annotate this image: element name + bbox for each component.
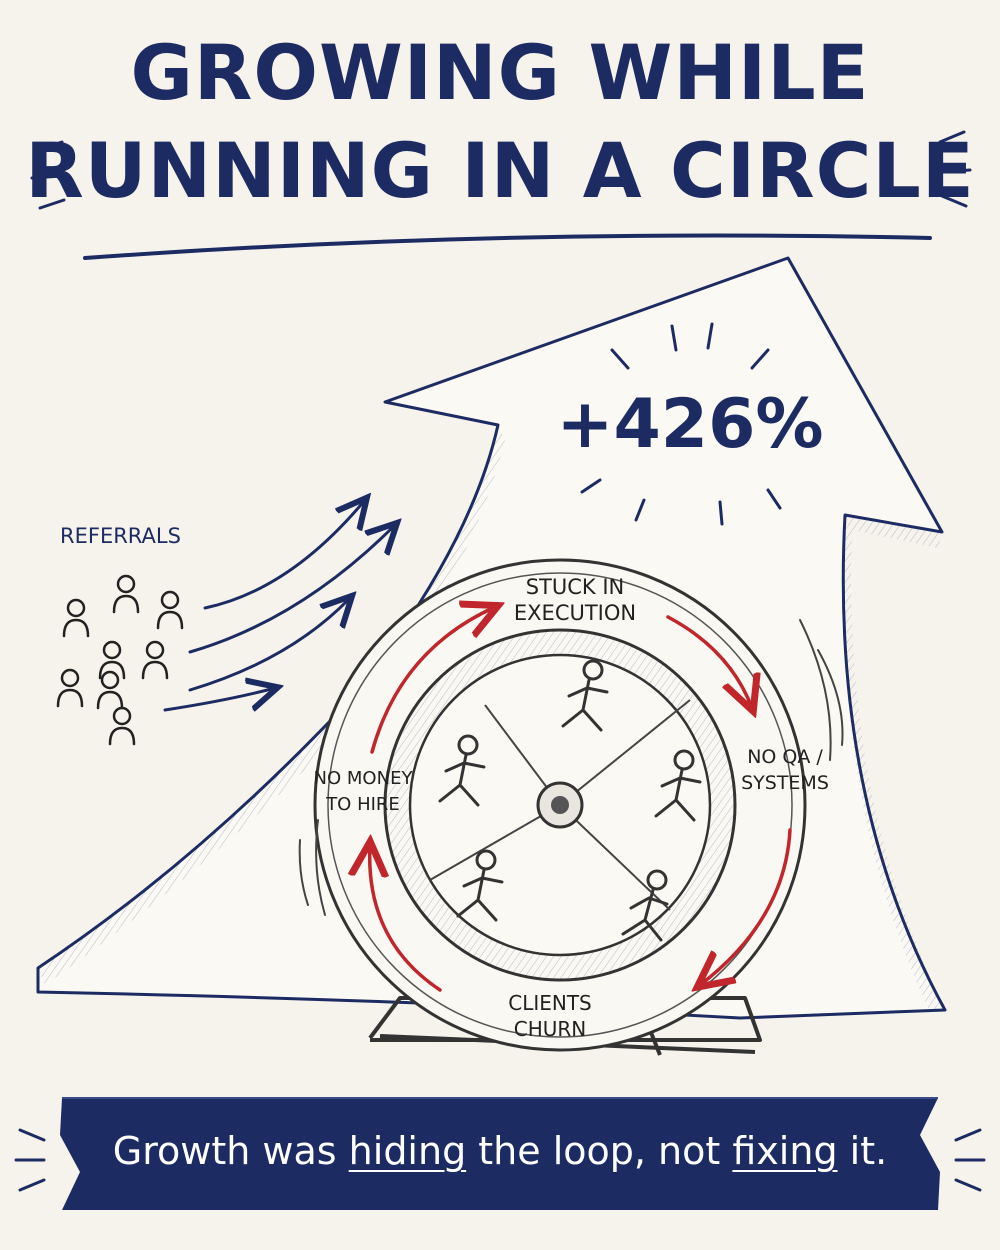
wheel-label-bottom-line1: CLIENTS: [508, 991, 592, 1015]
banner-part-3: it.: [837, 1129, 888, 1173]
growth-arrow-shade: [843, 515, 945, 1012]
wheel-label-top: STUCK IN EXECUTION: [490, 574, 660, 626]
people-icon-group: [56, 574, 184, 746]
banner-emphasis-hiding: hiding: [348, 1129, 467, 1173]
banner-emphasis-fixing: fixing: [732, 1129, 838, 1173]
wheel-label-right: NO QA / SYSTEMS: [730, 744, 840, 796]
hamster-wheel: [313, 558, 807, 1052]
growth-stat: +426%: [556, 385, 824, 464]
referral-arrows: [163, 500, 395, 710]
wheel-label-right-line1: NO QA /: [747, 746, 823, 768]
referrals-label: REFERRALS: [60, 524, 181, 548]
runner-figures: [438, 659, 702, 942]
banner-dashes: [14, 1128, 986, 1192]
title-underline: [83, 233, 932, 260]
motion-lines: [298, 619, 844, 916]
wheel-label-top-line1: STUCK IN: [525, 575, 625, 599]
title-dashes-right: [938, 130, 972, 208]
wheel-label-bottom: CLIENTS CHURN: [480, 990, 620, 1042]
banner-part-2: the loop, not: [466, 1129, 733, 1173]
banner-part-1: Growth was: [112, 1129, 349, 1173]
wheel-label-left-line1: NO MONEY: [313, 768, 413, 789]
wheel-label-bottom-line2: CHURN: [513, 1017, 587, 1041]
title-line-2: RUNNING IN A CIRCLE: [25, 126, 975, 215]
title-line-1: GROWING WHILE: [130, 28, 870, 117]
title-dashes-left: [30, 140, 66, 210]
stat-burst: [580, 322, 782, 526]
cycle-arrows: [370, 607, 792, 990]
banner-text: Growth was hiding the loop, not fixing i…: [60, 1126, 940, 1176]
banner-ribbon: [60, 1097, 940, 1210]
wheel-label-left-line2: TO HIRE: [326, 794, 400, 815]
wheel-label-left: NO MONEY TO HIRE: [308, 766, 418, 818]
wheel-label-right-line2: SYSTEMS: [741, 772, 829, 794]
wheel-label-top-line2: EXECUTION: [513, 601, 637, 625]
